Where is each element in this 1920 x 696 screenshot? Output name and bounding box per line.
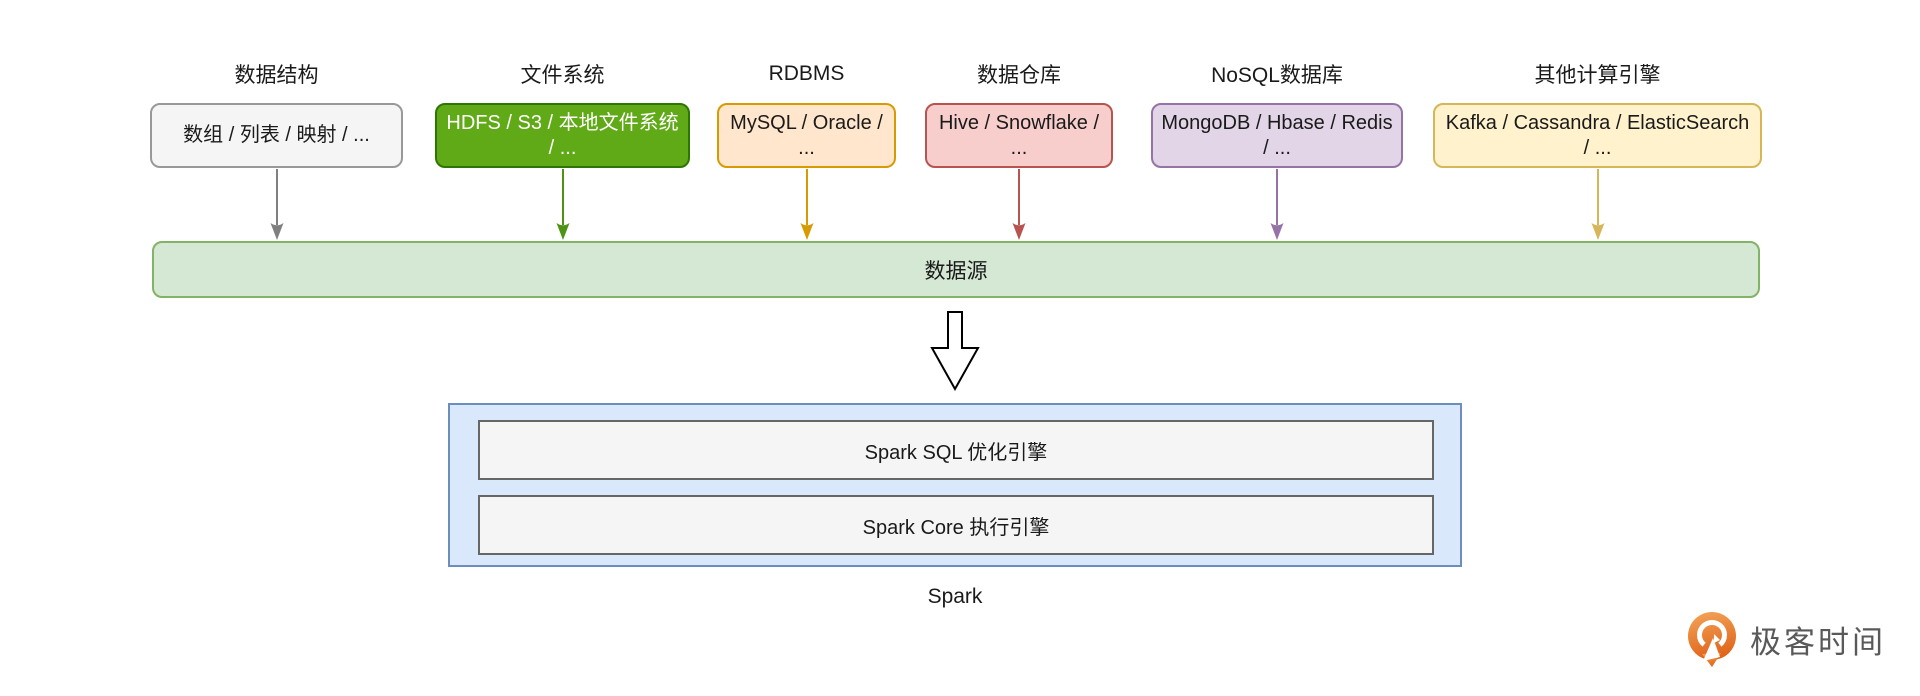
spark-sql-layer-label: Spark SQL 优化引擎 [864, 441, 1048, 464]
source-column: 文件系统 HDFS / S3 / 本地文件系统 / ... [435, 45, 690, 241]
source-box: Hive / Snowflake / ... [925, 103, 1113, 168]
source-box-items: MongoDB / Hbase / Redis / ... [1161, 111, 1393, 159]
geektime-logo-icon [1688, 612, 1736, 667]
source-category-label: 其他计算引擎 [1534, 64, 1661, 87]
source-box: HDFS / S3 / 本地文件系统 / ... [435, 103, 690, 168]
spark-sql-layer: Spark SQL 优化引擎 [478, 420, 1434, 480]
datasource-bar-label: 数据源 [924, 259, 988, 283]
source-box-items: 数组 / 列表 / 映射 / ... [183, 124, 370, 146]
source-box-items: Hive / Snowflake / ... [938, 111, 1100, 159]
down-arrow-icon [1270, 169, 1284, 240]
source-category-label: 数据结构 [234, 64, 319, 87]
source-category-label: 数据仓库 [977, 64, 1061, 87]
down-arrow-icon [800, 169, 813, 240]
datasource-bar: 数据源 [152, 241, 1760, 298]
source-box-items: MySQL / Oracle / ... [730, 111, 883, 159]
source-column: 其他计算引擎 Kafka / Cassandra / ElasticSearch… [1433, 45, 1762, 241]
source-category-label: RDBMS [768, 62, 845, 85]
source-box: Kafka / Cassandra / ElasticSearch / ... [1433, 103, 1762, 168]
source-column: 数据结构 数组 / 列表 / 映射 / ... [150, 45, 403, 241]
source-box: MySQL / Oracle / ... [717, 103, 896, 168]
spark-core-layer-label: Spark Core 执行引擎 [862, 516, 1050, 539]
source-box: MongoDB / Hbase / Redis / ... [1151, 103, 1403, 168]
source-category-label: NoSQL数据库 [1211, 64, 1343, 87]
source-column: 数据仓库 Hive / Snowflake / ... [925, 45, 1113, 241]
spark-caption: Spark [927, 585, 983, 608]
down-arrow-icon [556, 169, 569, 240]
source-box-items: Kafka / Cassandra / ElasticSearch / ... [1445, 111, 1750, 159]
spark-container: Spark SQL 优化引擎 Spark Core 执行引擎 [448, 403, 1462, 567]
big-down-arrow-icon [930, 311, 980, 391]
down-arrow-icon [270, 169, 283, 240]
source-column: NoSQL数据库 MongoDB / Hbase / Redis / ... [1151, 45, 1403, 241]
source-category-label: 文件系统 [520, 64, 605, 87]
geektime-logo: 极客时间 [1684, 610, 1886, 668]
geektime-logo-text: 极客时间 [1750, 624, 1886, 660]
down-arrow-icon [1591, 169, 1604, 240]
source-column: RDBMS MySQL / Oracle / ... [717, 45, 896, 241]
spark-core-layer: Spark Core 执行引擎 [478, 495, 1434, 555]
source-box-items: HDFS / S3 / 本地文件系统 / ... [446, 111, 679, 159]
down-arrow-icon [1012, 169, 1026, 240]
source-box: 数组 / 列表 / 映射 / ... [150, 103, 403, 168]
